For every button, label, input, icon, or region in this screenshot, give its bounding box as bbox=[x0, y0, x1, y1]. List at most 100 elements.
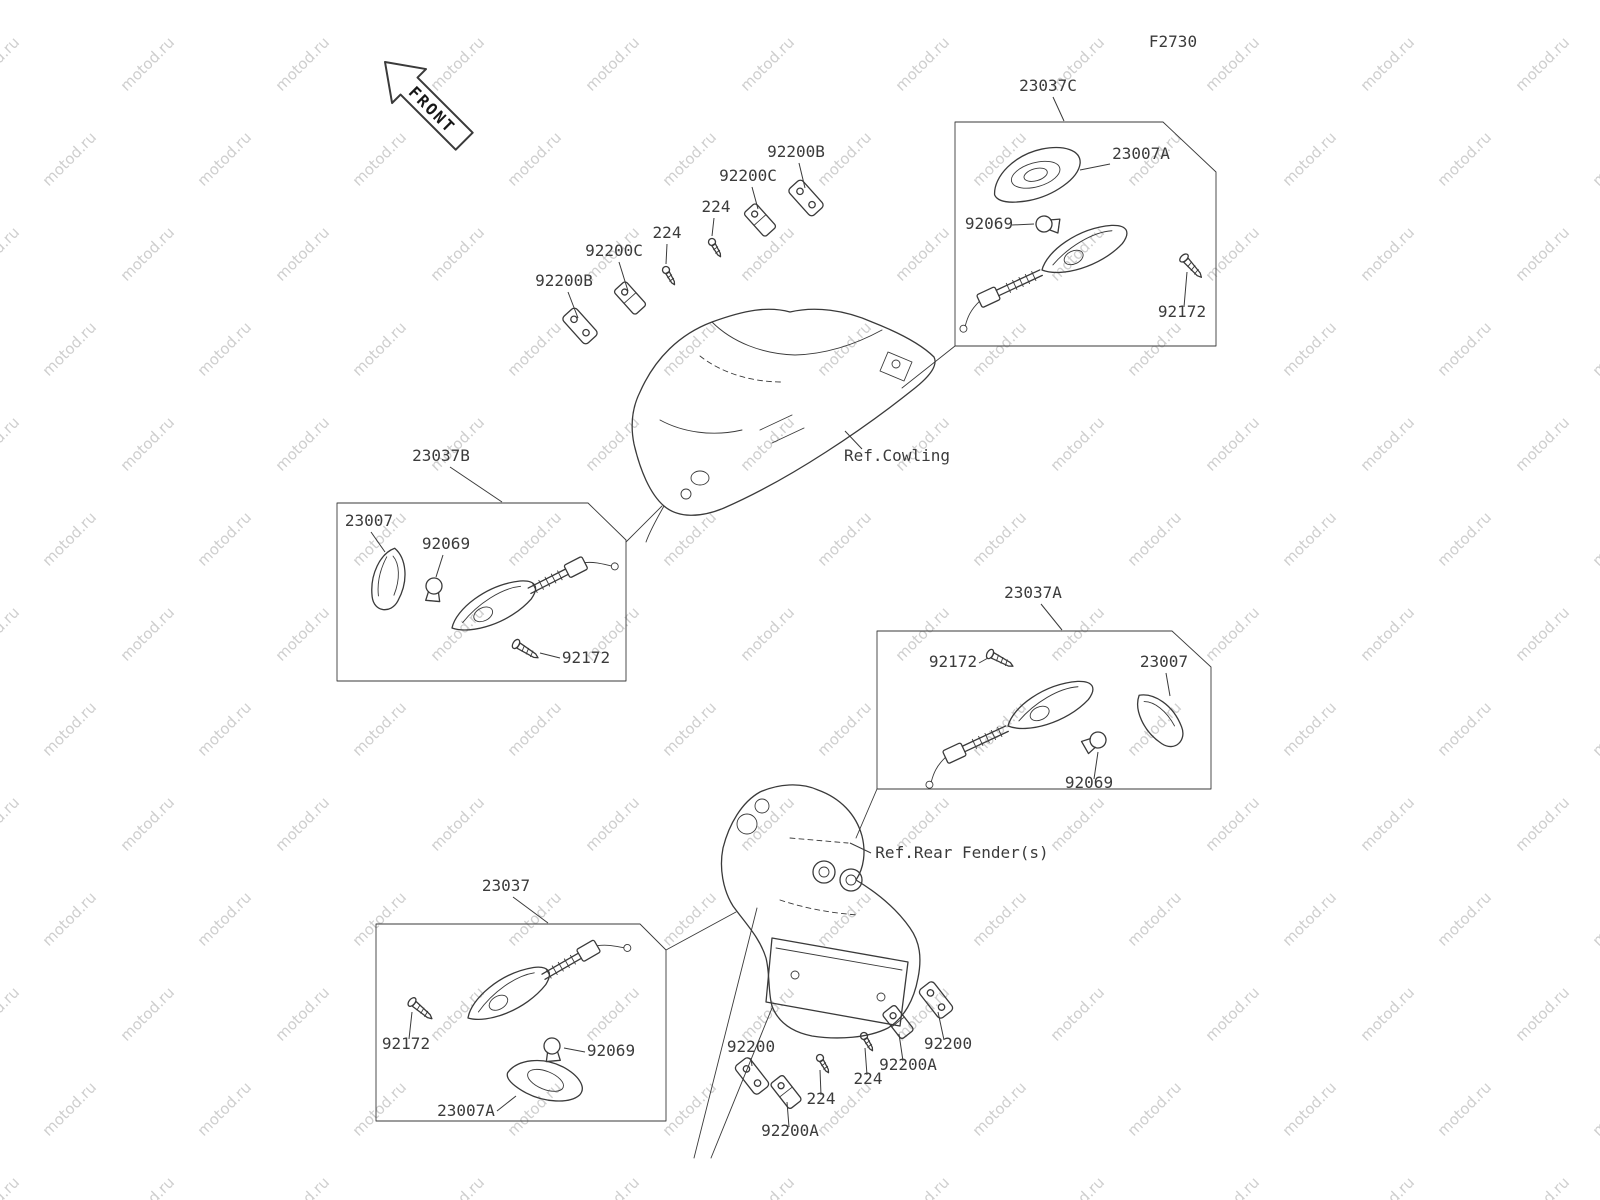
part-label-21-23037: 23037 bbox=[482, 876, 530, 895]
leader-line-30 bbox=[786, 1101, 790, 1128]
box-23037B bbox=[336, 502, 627, 682]
part-label-26-92200a: 92200A bbox=[879, 1055, 937, 1074]
leader-line-7 bbox=[711, 217, 715, 237]
part-label-12-23007: 23007 bbox=[345, 511, 393, 530]
part-label-1-23037c: 23037C bbox=[1019, 76, 1077, 95]
front-arrow-shape bbox=[384, 61, 474, 151]
leader-line-8 bbox=[665, 243, 668, 265]
lens-23007A-top bbox=[993, 146, 1081, 203]
part-label-4-92172: 92172 bbox=[1158, 302, 1206, 321]
part-label-17-92172: 92172 bbox=[929, 652, 977, 671]
lens-23007A-bottom bbox=[506, 1059, 583, 1102]
part-label-16-23037a: 23037A bbox=[1004, 583, 1062, 602]
screw-92172-right bbox=[985, 648, 1014, 667]
part-label-10-92200b: 92200B bbox=[535, 271, 593, 290]
screw-224-1 bbox=[707, 237, 722, 258]
turn-signal-23037 bbox=[467, 939, 632, 1020]
bulb-92069-top bbox=[1035, 215, 1061, 234]
alignment-lines bbox=[625, 345, 956, 1159]
bracket-92200B-2 bbox=[562, 307, 598, 345]
labels-layer: F2730 23037C 23007A 92069 92172 92200B 92200C 2… bbox=[345, 32, 1206, 1140]
leader-line-11 bbox=[449, 466, 503, 503]
bracket-92200B-1 bbox=[788, 179, 824, 217]
part-label-22-92172: 92172 bbox=[382, 1034, 430, 1053]
screw-92172-bottom bbox=[407, 997, 433, 1020]
leader-line-3 bbox=[1011, 223, 1035, 226]
leader-line-17 bbox=[978, 657, 989, 664]
bracket-92200A-left bbox=[770, 1075, 802, 1109]
diagram-art: FRONT bbox=[336, 61, 1217, 1159]
leader-line-6 bbox=[751, 186, 759, 210]
part-label-9-92200c: 92200C bbox=[585, 241, 643, 260]
part-label-25-92200: 92200 bbox=[727, 1037, 775, 1056]
part-label-30-92200a: 92200A bbox=[761, 1121, 819, 1140]
part-label-29-224: 224 bbox=[807, 1089, 836, 1108]
part-label-28-224: 224 bbox=[854, 1069, 883, 1088]
part-label-6-92200c: 92200C bbox=[719, 166, 777, 185]
leader-line-24 bbox=[496, 1095, 517, 1112]
screw-224-left bbox=[815, 1053, 830, 1074]
screw-224-2 bbox=[661, 265, 676, 286]
leader-line-29 bbox=[819, 1069, 822, 1096]
leader-line-15 bbox=[844, 430, 863, 450]
leader-line-26 bbox=[898, 1033, 904, 1062]
part-label-27-92200: 92200 bbox=[924, 1034, 972, 1053]
leader-line-20 bbox=[849, 842, 872, 854]
leader-line-13 bbox=[435, 554, 444, 578]
part-label-15-ref-cowling: Ref.Cowling bbox=[844, 446, 950, 465]
leader-line-19 bbox=[1093, 751, 1099, 780]
part-label-14-92172: 92172 bbox=[562, 648, 610, 667]
part-label-7-224: 224 bbox=[702, 197, 731, 216]
part-label-11-23037b: 23037B bbox=[412, 446, 470, 465]
bracket-92200C-2 bbox=[613, 281, 647, 315]
leader-line-4 bbox=[1183, 271, 1188, 308]
box-23037 bbox=[375, 923, 667, 1122]
bracket-92200C-1 bbox=[743, 203, 777, 237]
part-label-3-92069: 92069 bbox=[965, 214, 1013, 233]
turn-signal-23037B bbox=[451, 556, 619, 631]
front-arrow: FRONT bbox=[384, 61, 474, 151]
lens-23007-right bbox=[1137, 694, 1184, 748]
rear-fender-drawing bbox=[720, 784, 921, 1039]
bracket-92200-right bbox=[918, 981, 954, 1019]
cowling-drawing bbox=[631, 308, 936, 543]
box-23037A bbox=[876, 630, 1212, 790]
turn-signal-23037C bbox=[959, 224, 1128, 333]
part-label-2-23007a: 23007A bbox=[1112, 144, 1170, 163]
screw-224-right bbox=[859, 1031, 874, 1052]
bulb-92069-right bbox=[1080, 731, 1107, 755]
box-23037C bbox=[954, 121, 1217, 347]
leader-line-14 bbox=[539, 652, 561, 659]
leader-line-25 bbox=[750, 1057, 753, 1067]
bracket-92200A-right bbox=[882, 1005, 914, 1039]
leader-line-16 bbox=[1040, 603, 1063, 631]
part-label-0-f2730: F2730 bbox=[1149, 32, 1197, 51]
leader-line-27 bbox=[937, 1011, 945, 1041]
leader-line-23 bbox=[563, 1047, 586, 1053]
front-arrow-label: FRONT bbox=[405, 83, 460, 138]
screw-92172-left bbox=[511, 638, 539, 659]
bracket-92200-left bbox=[734, 1057, 770, 1095]
leader-line-1 bbox=[1052, 96, 1065, 122]
leader-line-12 bbox=[370, 531, 386, 553]
part-label-5-92200b: 92200B bbox=[767, 142, 825, 161]
leader-line-21 bbox=[512, 896, 549, 924]
leader-line-28 bbox=[864, 1047, 868, 1076]
bulb-92069-left bbox=[425, 577, 443, 603]
part-label-18-23007: 23007 bbox=[1140, 652, 1188, 671]
assembly-boxes bbox=[336, 121, 1217, 1122]
part-label-8-224: 224 bbox=[653, 223, 682, 242]
leader-line-18 bbox=[1165, 672, 1171, 697]
leader-line-10 bbox=[567, 291, 579, 319]
part-label-13-92069: 92069 bbox=[422, 534, 470, 553]
lens-23007-left bbox=[371, 547, 406, 611]
leader-line-5 bbox=[798, 162, 806, 189]
part-label-19-92069: 92069 bbox=[1065, 773, 1113, 792]
part-label-24-23007a: 23007A bbox=[437, 1101, 495, 1120]
leader-line-2 bbox=[1079, 163, 1111, 171]
turn-signal-23037A bbox=[925, 680, 1094, 789]
bulb-92069-bottom bbox=[543, 1037, 561, 1063]
part-label-23-92069: 92069 bbox=[587, 1041, 635, 1060]
screw-92172-top bbox=[1179, 253, 1203, 278]
